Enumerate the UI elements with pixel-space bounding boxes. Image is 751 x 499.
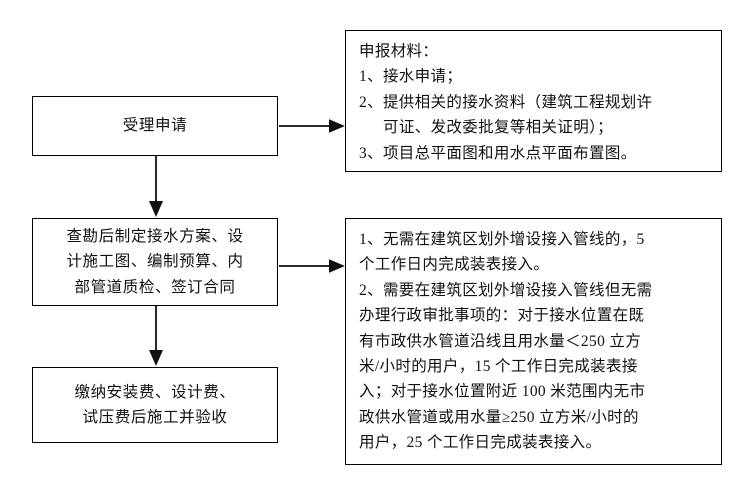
process-box-accept-application[interactable]: 受理申请 xyxy=(32,96,278,156)
note-box-application-materials[interactable]: 申报材料： 1、接水申请； 2、提供相关的接水资料（建筑工程规划许 可证、发改委… xyxy=(345,30,722,172)
note-line: 个工作日内完成装表接入。 xyxy=(359,256,550,274)
arrow-accept-to-plan xyxy=(145,156,167,219)
arrow-accept-to-materials xyxy=(278,116,348,136)
note-line: 2、需要在建筑区划外增设接入管线但无需 xyxy=(359,281,653,299)
note-line: 1、无需在建筑区划外增设接入管线的，5 xyxy=(359,231,645,248)
arrow-plan-to-timeline xyxy=(278,256,348,276)
note-line: 米/小时的用户，15 个工作日完成装表接 xyxy=(359,358,638,376)
note-line: 1、接水申请； xyxy=(359,68,463,86)
process-box-accept-application-label: 受理申请 xyxy=(122,117,188,135)
process-box-survey-and-plan-label: 查勘后制定接水方案、设 计施工图、编制预算、内 部管道质检、签订合同 xyxy=(66,228,244,296)
process-box-survey-and-plan[interactable]: 查勘后制定接水方案、设 计施工图、编制预算、内 部管道质检、签订合同 xyxy=(32,218,278,306)
note-line: 办理行政审批事项的：对于接水位置在既 xyxy=(359,307,645,325)
note-line: 入；对于接水位置附近 100 米范围内无市 xyxy=(359,383,646,401)
process-box-pay-and-construct-label: 缴纳安装费、设计费、 试压费后施工并验收 xyxy=(74,383,236,426)
note-line: 政供水管道或用水量≥250 立方米/小时的 xyxy=(359,408,639,426)
note-line: 3、项目总平面图和用水点平面布置图。 xyxy=(359,144,637,162)
arrow-plan-to-pay xyxy=(145,306,167,368)
note-box-processing-timeline[interactable]: 1、无需在建筑区划外增设接入管线的，5 个工作日内完成装表接入。 2、需要在建筑… xyxy=(345,218,722,465)
note-line: 可证、发改委批复等相关证明）； xyxy=(383,119,614,137)
process-box-pay-and-construct[interactable]: 缴纳安装费、设计费、 试压费后施工并验收 xyxy=(32,367,278,443)
note-line: 有市政供水管道沿线且用水量＜250 立方 xyxy=(359,332,642,350)
note-line: 申报材料： xyxy=(359,43,439,60)
note-line: 2、提供相关的接水资料（建筑工程规划许 xyxy=(359,93,653,111)
note-line: 用户，25 个工作日完成装表接入。 xyxy=(359,434,602,452)
